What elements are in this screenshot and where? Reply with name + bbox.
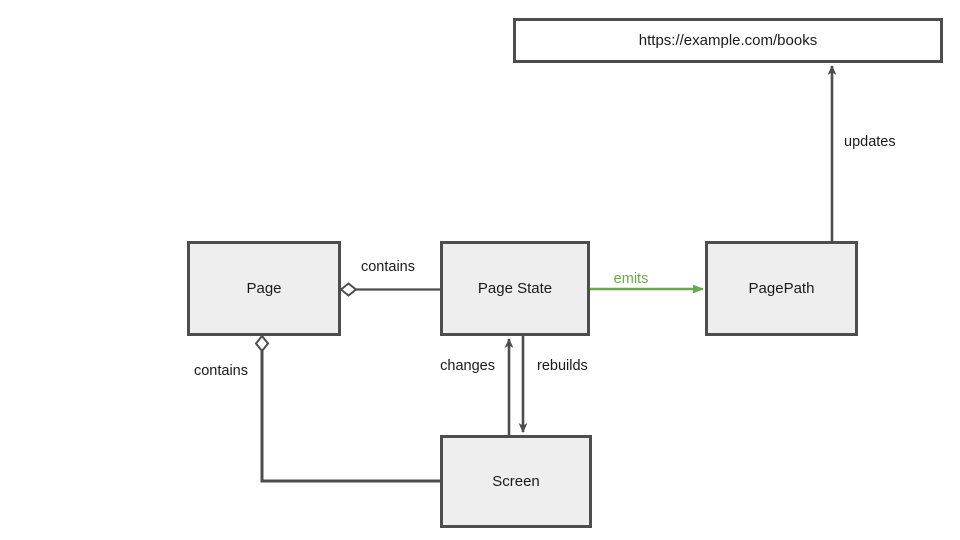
- node-page-state[interactable]: Page State: [440, 241, 590, 336]
- aggregation-diamond-icon: [339, 282, 358, 297]
- node-page-path[interactable]: PagePath: [705, 241, 858, 336]
- edge-page-contains-pagestate: [339, 282, 440, 297]
- node-url-bar[interactable]: https://example.com/books: [513, 18, 943, 63]
- edge-line: [260, 351, 440, 483]
- edge-label-pagestate-emits-pagepath: emits: [611, 271, 651, 287]
- node-page-label: Page: [246, 279, 282, 297]
- node-screen[interactable]: Screen: [440, 435, 592, 528]
- edge-label-page-contains-pagestate: contains: [358, 259, 418, 275]
- node-page-path-label: PagePath: [748, 279, 815, 297]
- edge-page-contains-screen: [254, 334, 440, 483]
- edge-label-pagestate-rebuilds-screen: rebuilds: [535, 358, 590, 374]
- edge-label-screen-changes-pagestate: changes: [438, 358, 497, 374]
- node-page[interactable]: Page: [187, 241, 341, 336]
- aggregation-diamond-icon: [254, 334, 270, 353]
- node-url-bar-label: https://example.com/books: [638, 31, 818, 49]
- node-page-state-label: Page State: [477, 279, 553, 297]
- node-screen-label: Screen: [492, 472, 540, 490]
- edge-label-pagepath-updates-url: updates: [842, 134, 898, 150]
- edge-label-page-contains-screen: contains: [191, 363, 250, 379]
